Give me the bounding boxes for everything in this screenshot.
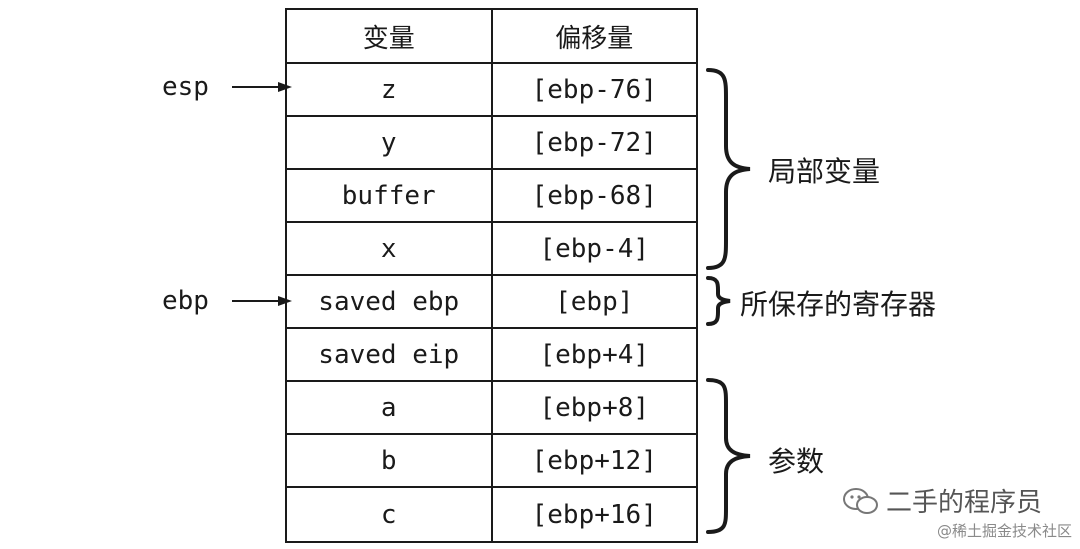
table-row: z [ebp-76] (287, 64, 696, 117)
table-row: a [ebp+8] (287, 382, 696, 435)
var-cell: x (287, 223, 493, 274)
brand-text: 二手的程序员 (886, 488, 1043, 518)
offset-cell: [ebp-76] (531, 74, 657, 105)
var-cell: b (287, 435, 493, 486)
var-cell: y (287, 117, 493, 168)
ebp-pointer: ebp (162, 286, 292, 316)
esp-pointer: esp (162, 72, 292, 102)
offset-cell: [ebp-4] (539, 233, 650, 264)
var-cell: a (287, 382, 493, 433)
params-label: 参数 (768, 445, 825, 478)
header-offset: 偏移量 (555, 23, 634, 54)
offset-cell: [ebp+8] (539, 392, 650, 423)
var-cell: saved eip (287, 329, 493, 380)
offset-cell: [ebp-72] (531, 127, 657, 158)
saved-regs-brace-icon (706, 276, 731, 326)
offset-cell: [ebp-68] (531, 180, 657, 211)
table-row: saved eip [ebp+4] (287, 329, 696, 382)
watermark-site: @稀土掘金技术社区 (936, 522, 1072, 540)
watermark-brand: 二手的程序员 (842, 482, 1042, 519)
saved-regs-label: 所保存的寄存器 (740, 288, 937, 321)
var-cell: c (287, 488, 493, 541)
locals-label: 局部变量 (768, 155, 881, 188)
table-row: b [ebp+12] (287, 435, 696, 488)
table-row: x [ebp-4] (287, 223, 696, 276)
arrow-right-icon (232, 296, 292, 306)
offset-cell: [ebp+4] (539, 339, 650, 370)
esp-label: esp (162, 72, 209, 102)
table-row: buffer [ebp-68] (287, 170, 696, 223)
table-row: y [ebp-72] (287, 117, 696, 170)
var-cell: buffer (287, 170, 493, 221)
stack-frame-table: 变量 偏移量 z [ebp-76] y [ebp-72] buffer [ebp… (285, 8, 698, 543)
var-cell: z (287, 64, 493, 115)
arrow-right-icon (232, 82, 292, 92)
table-header-row: 变量 偏移量 (287, 10, 696, 64)
offset-cell: [ebp] (555, 286, 634, 317)
offset-cell: [ebp+16] (531, 499, 657, 530)
var-cell: saved ebp (287, 276, 493, 327)
table-row: c [ebp+16] (287, 488, 696, 541)
locals-brace-icon (706, 68, 751, 270)
wechat-icon (843, 487, 878, 514)
offset-cell: [ebp+12] (531, 445, 657, 476)
header-variable: 变量 (287, 10, 493, 62)
ebp-label: ebp (162, 286, 209, 316)
table-row: saved ebp [ebp] (287, 276, 696, 329)
params-brace-icon (706, 378, 751, 534)
